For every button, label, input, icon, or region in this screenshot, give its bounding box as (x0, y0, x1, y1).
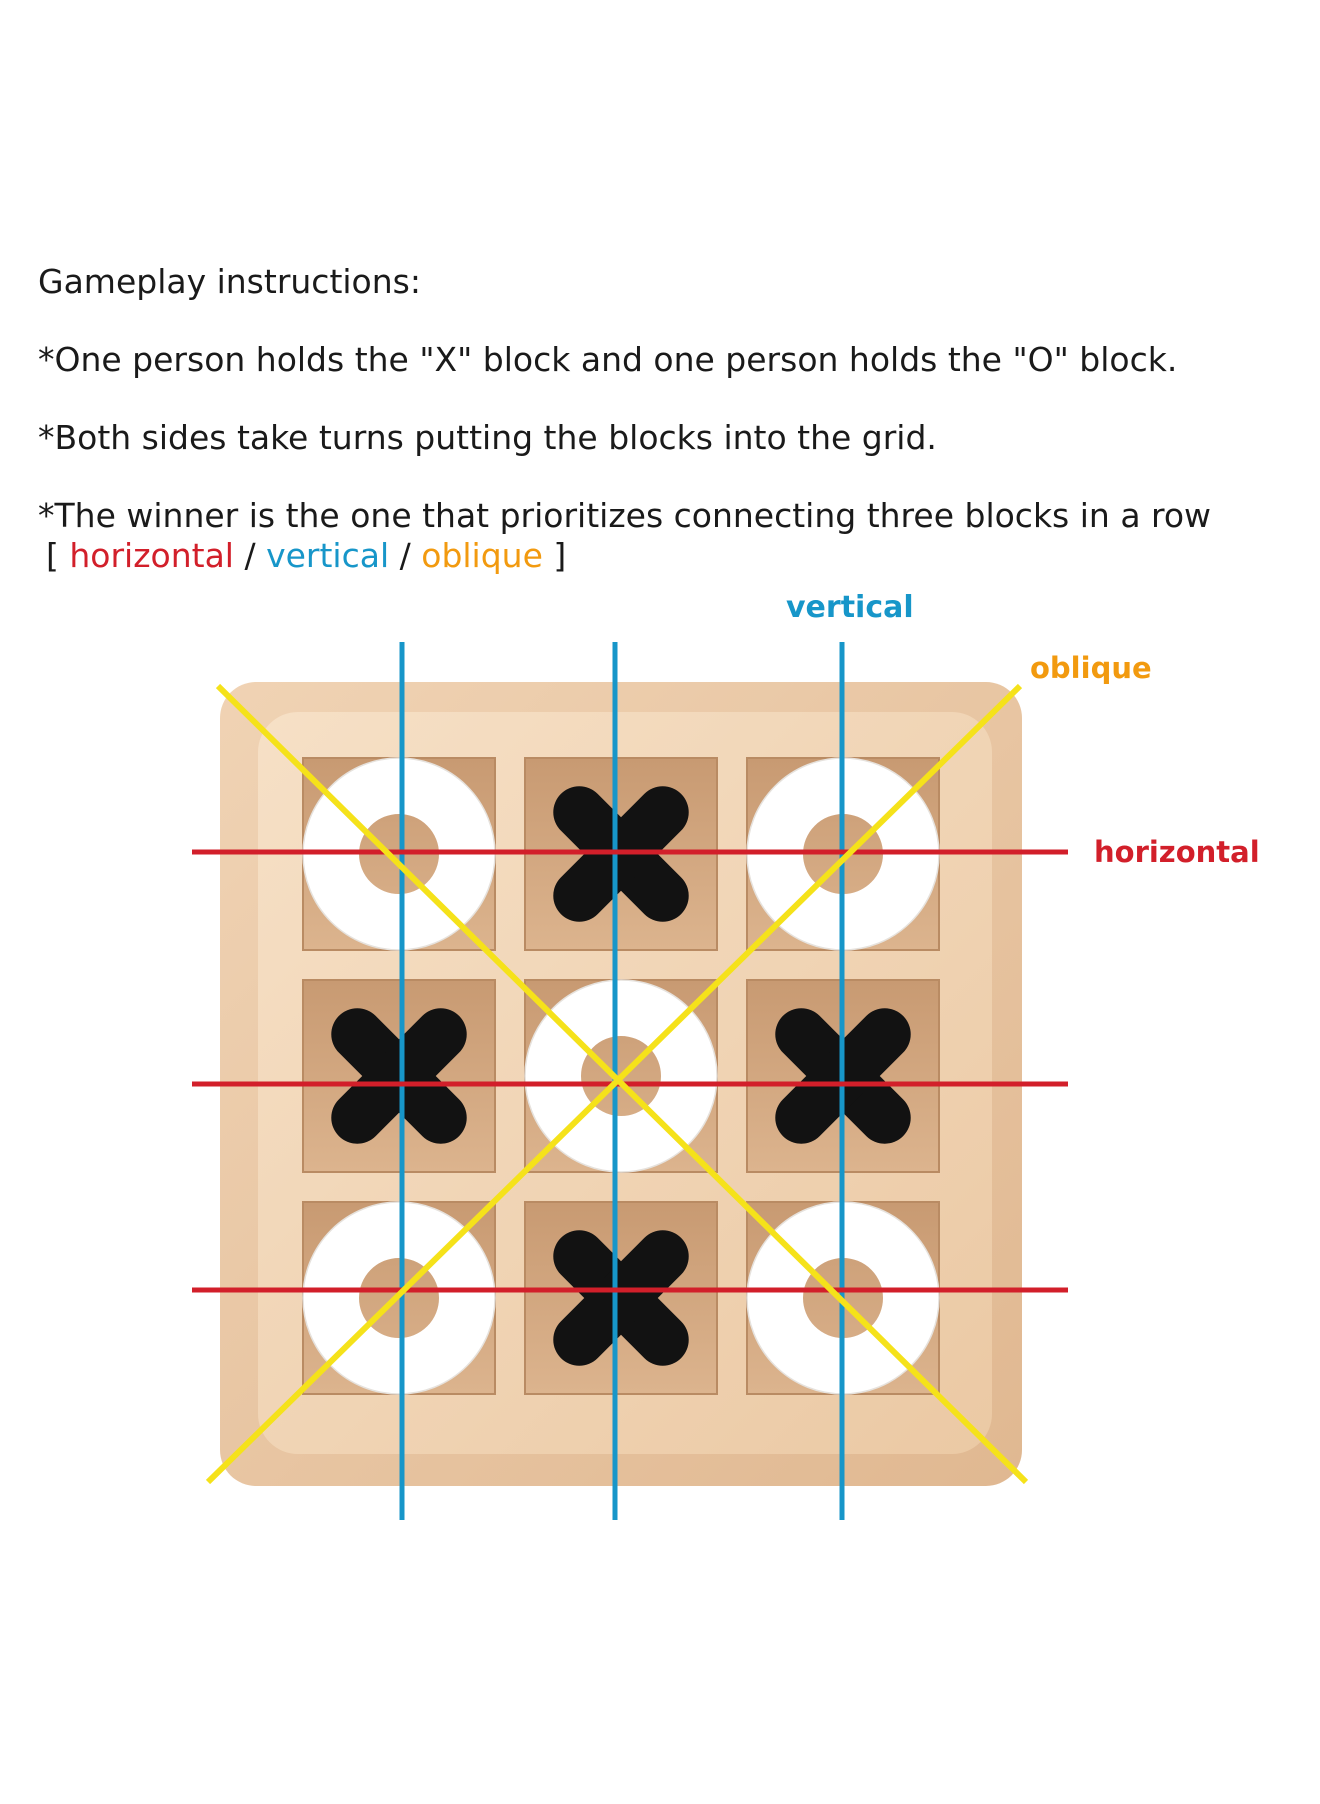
oblique-line (215, 683, 1029, 1485)
legend-horizontal: horizontal (69, 536, 234, 575)
board-cell[interactable] (302, 979, 496, 1173)
rule-x-o-blocks: *One person holds the "X" block and one … (38, 340, 1178, 379)
callout-vertical: vertical (786, 590, 914, 625)
legend-bracket-open: [ (46, 536, 70, 575)
x-piece-bar (553, 1230, 689, 1366)
direction-legend: [ horizontal / vertical / oblique ] (46, 536, 1298, 576)
x-piece (553, 1230, 689, 1366)
o-piece-edge (302, 1201, 496, 1395)
legend-vertical: vertical (266, 536, 390, 575)
legend-separator: / (233, 536, 267, 575)
legend-bracket-close: ] (542, 536, 567, 575)
instructions-heading: Gameplay instructions: (38, 262, 421, 301)
callout-horizontal: horizontal (1094, 835, 1260, 869)
x-piece (331, 1008, 467, 1144)
o-piece (525, 980, 717, 1172)
x-piece-bar (331, 1008, 467, 1144)
legend-oblique: oblique (421, 536, 543, 575)
oblique-line (205, 683, 1023, 1485)
rule-winner: *The winner is the one that prioritizes … (38, 496, 1212, 535)
o-piece-edge (524, 979, 718, 1173)
instructions: Gameplay instructions: *One person holds… (38, 262, 1298, 576)
callout-oblique: oblique (1030, 651, 1152, 685)
rule-take-turns: *Both sides take turns putting the block… (38, 418, 937, 457)
o-piece (303, 1202, 495, 1394)
legend-separator: / (389, 536, 422, 575)
board-cell[interactable] (524, 1201, 718, 1395)
